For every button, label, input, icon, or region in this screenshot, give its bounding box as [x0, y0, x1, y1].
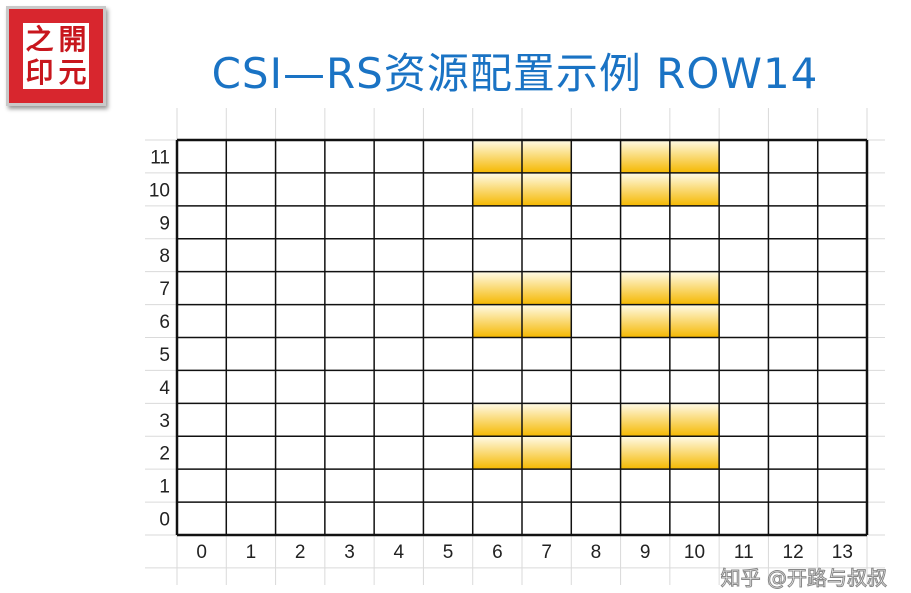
row-label: 5: [159, 345, 170, 366]
logo-char: 元: [58, 56, 87, 89]
logo-char: 之: [25, 23, 54, 56]
row-label: 6: [159, 312, 170, 333]
row-label: 1: [159, 477, 170, 498]
highlighted-resource-element: [620, 172, 670, 206]
highlighted-resource-element: [620, 271, 670, 305]
highlighted-resource-element: [522, 140, 572, 173]
highlighted-resource-element: [472, 271, 522, 305]
col-label: 3: [344, 542, 355, 563]
row-label: 7: [159, 279, 170, 300]
highlighted-resource-element: [620, 304, 670, 338]
highlighted-resource-element: [522, 271, 572, 305]
col-label: 9: [640, 542, 651, 563]
highlighted-resource-element: [620, 436, 670, 470]
col-label: 6: [492, 542, 503, 563]
col-label: 5: [443, 542, 454, 563]
highlighted-resource-element: [522, 172, 572, 206]
row-label: 9: [159, 213, 170, 234]
col-label: 8: [591, 542, 602, 563]
col-label: 2: [295, 542, 306, 563]
logo-char: 開: [58, 23, 87, 56]
page-title: CSI—RS资源配置示例 ROW14: [211, 49, 819, 98]
logo-char: 印: [25, 56, 54, 89]
col-label: 1: [246, 542, 257, 563]
col-label: 0: [196, 542, 207, 563]
row-label: 0: [159, 510, 170, 531]
col-label: 11: [734, 542, 754, 563]
highlighted-resource-element: [472, 304, 522, 338]
row-label: 4: [159, 378, 170, 399]
highlighted-resource-element: [472, 403, 522, 437]
col-label: 12: [783, 542, 804, 563]
watermark: 知乎 @开路与叔叔: [720, 566, 887, 591]
col-label: 7: [541, 542, 552, 563]
highlighted-resource-element: [522, 436, 572, 470]
row-label: 8: [159, 246, 170, 267]
highlighted-resource-element: [669, 436, 720, 470]
row-label: 2: [159, 444, 170, 465]
logo: 之 開 印 元: [6, 6, 106, 106]
highlighted-resource-element: [669, 140, 720, 173]
highlighted-resource-element: [669, 304, 720, 338]
highlighted-resource-element: [472, 172, 522, 206]
col-label: 10: [684, 542, 705, 563]
highlighted-resource-element: [669, 172, 720, 206]
highlighted-resource-element: [472, 436, 522, 470]
highlighted-resource-element: [522, 403, 572, 437]
highlighted-resource-element: [669, 403, 720, 437]
row-label: 11: [150, 147, 170, 168]
col-label: 13: [832, 542, 853, 563]
row-label: 10: [149, 180, 170, 201]
highlighted-resource-element: [522, 304, 572, 338]
highlighted-resource-element: [669, 271, 720, 305]
highlighted-resource-element: [620, 403, 670, 437]
highlighted-resource-element: [620, 140, 670, 173]
col-label: 4: [393, 542, 404, 563]
row-label: 3: [159, 411, 170, 432]
highlighted-resource-element: [472, 140, 522, 173]
